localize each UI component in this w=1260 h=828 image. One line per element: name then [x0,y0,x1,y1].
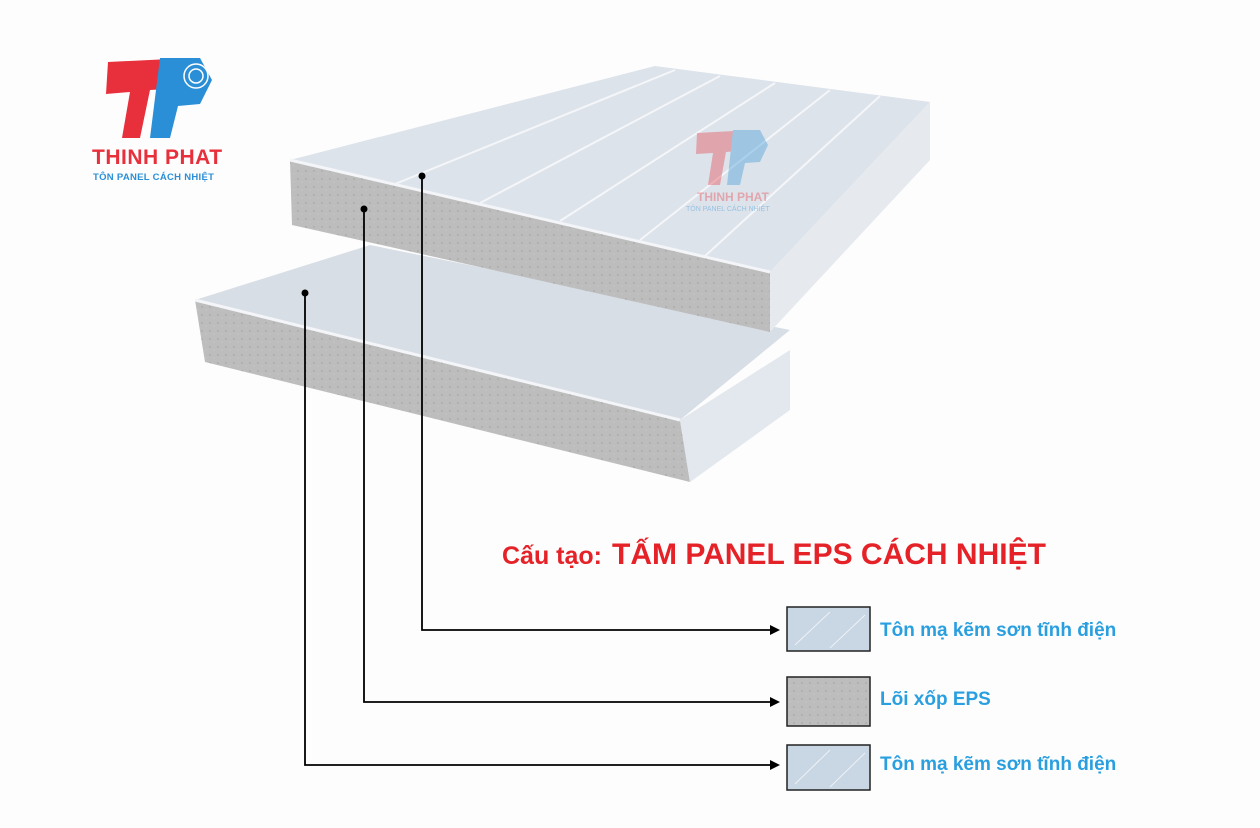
watermark-mark [696,130,768,185]
logo-tagline: TÔN PANEL CÁCH NHIỆT [93,172,215,183]
top-panel [289,66,930,332]
logo-name: THINH PHAT [92,146,223,169]
leader-line-top-sheet [418,172,780,635]
swatch-top-sheet [786,606,871,652]
title-main: TẤM PANEL EPS CÁCH NHIỆT [612,538,1046,571]
label-bottom-sheet: Tôn mạ kẽm sơn tĩnh điện [880,754,1117,775]
swatch-bottom-sheet [786,744,871,791]
diagram-title: Cấu tạo: TẤM PANEL EPS CÁCH NHIỆT [502,538,1046,572]
logo-mark [106,58,212,138]
leader-line-bottom-sheet [301,289,780,770]
watermark-tagline: TÔN PANEL CÁCH NHIỆT [686,206,770,213]
swatch-eps-core [786,676,871,727]
label-top-sheet: Tôn mạ kẽm sơn tĩnh điện [880,620,1117,641]
label-eps-core: Lõi xốp EPS [880,689,991,710]
watermark-name: THINH PHAT [697,190,769,204]
title-prefix: Cấu tạo: [502,542,602,570]
bottom-panel [194,245,790,482]
leader-line-eps-core [360,205,780,707]
